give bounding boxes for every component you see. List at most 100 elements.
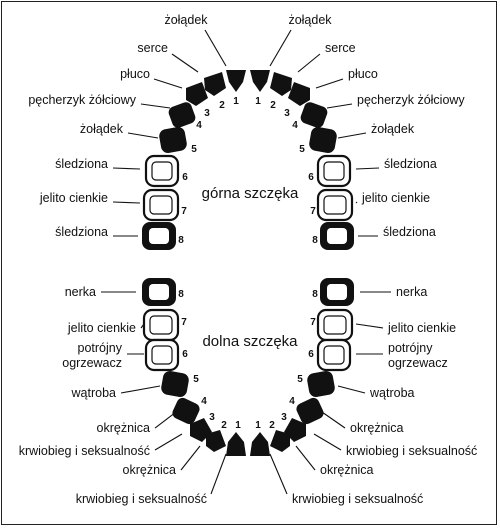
lower-right-number-7: 7 [310, 317, 316, 328]
lower-left-number-7: 7 [181, 317, 187, 328]
lower-left-tooth-2 [206, 430, 226, 452]
lower-left-label-2: okrężnica [123, 463, 177, 477]
lower-right-tooth-5 [307, 371, 335, 397]
upper-left-number-2: 2 [219, 100, 225, 111]
lower-right-label-4: okrężnica [350, 421, 404, 435]
lower-right-number-3: 3 [281, 412, 287, 423]
lower-left-label-1: krwiobieg i seksualność [76, 492, 207, 506]
upper-left-label-6: śledziona [55, 157, 108, 171]
upper-left-number-8: 8 [178, 235, 184, 246]
lower-right-tooth-4 [296, 397, 324, 425]
upper-left-number-1: 1 [233, 96, 239, 107]
upper-right-number-2: 2 [270, 100, 276, 111]
lower-left-number-5: 5 [193, 374, 199, 385]
lower-left-label-7: jelito cienkie [67, 321, 136, 335]
lower-left-tooth-6 [144, 338, 180, 372]
upper-right-label-2: serce [325, 41, 356, 55]
lower-right-tooth-1 [250, 432, 270, 456]
upper-left-tooth-5 [159, 127, 187, 153]
upper-jaw-title: górna szczęka [202, 185, 299, 202]
upper-left-number-7: 7 [181, 206, 187, 217]
lower-tooth-numbers: 8 7 6 5 4 3 2 1 8 7 6 5 4 3 2 1 [178, 289, 318, 431]
upper-right-label-4: pęcherzyk żółciowy [357, 93, 465, 107]
lower-left-label-3: krwiobieg i seksualność [19, 444, 150, 458]
upper-left-label-5: żołądek [80, 122, 124, 136]
lower-left-tooth-4 [172, 397, 200, 425]
upper-right-tooth-7 [316, 188, 354, 222]
upper-right-teeth [250, 70, 354, 250]
lower-right-label-5: wątroba [369, 386, 415, 400]
upper-right-label-6: śledziona [384, 157, 437, 171]
upper-left-teeth [142, 70, 246, 250]
upper-left-tooth-4 [168, 102, 196, 128]
lower-left-teeth [142, 278, 246, 456]
lower-right-label-7: jelito cienkie [387, 321, 456, 335]
lower-right-teeth [250, 278, 354, 456]
upper-left-number-4: 4 [196, 120, 202, 131]
upper-left-number-6: 6 [182, 172, 188, 183]
lower-right-label-1: krwiobieg i seksualność [292, 492, 423, 506]
upper-right-number-6: 6 [308, 172, 314, 183]
upper-right-label-7: jelito cienkie [361, 191, 430, 205]
lower-leader-lines [101, 291, 391, 495]
lower-right-number-2: 2 [269, 420, 275, 431]
upper-right-tooth-3 [288, 82, 310, 106]
upper-left-tooth-2 [204, 72, 226, 96]
lower-right-tooth-6 [316, 338, 352, 372]
lower-left-label-5: wątroba [71, 386, 117, 400]
lower-left-number-8: 8 [178, 289, 184, 300]
lower-jaw-title: dolna szczęka [202, 333, 298, 350]
lower-left-number-6: 6 [182, 349, 188, 360]
upper-right-label-8: śledziona [383, 225, 436, 239]
upper-right-number-3: 3 [284, 108, 290, 119]
upper-right-tooth-5 [309, 127, 337, 153]
lower-left-number-1: 1 [235, 420, 241, 431]
lower-left-label-8: nerka [65, 285, 96, 299]
upper-left-number-5: 5 [191, 144, 197, 155]
upper-left-tooth-6 [144, 154, 180, 188]
upper-left-tooth-3 [186, 82, 208, 106]
upper-right-tooth-6 [316, 154, 352, 188]
upper-left-label-7: jelito cienkie [39, 191, 108, 205]
upper-right-number-5: 5 [299, 144, 305, 155]
upper-right-number-7: 7 [310, 206, 316, 217]
lower-left-label-4: okrężnica [97, 421, 151, 435]
lower-left-tooth-1 [226, 432, 246, 456]
upper-right-label-1: żołądek [288, 13, 332, 27]
lower-right-number-5: 5 [297, 374, 303, 385]
lower-right-number-6: 6 [308, 349, 314, 360]
upper-right-label-3: płuco [348, 67, 378, 81]
upper-right-number-4: 4 [292, 120, 298, 131]
lower-right-number-1: 1 [255, 420, 261, 431]
upper-right-number-8: 8 [312, 235, 318, 246]
lower-left-number-3: 3 [209, 412, 215, 423]
upper-left-label-1: żołądek [164, 13, 208, 27]
lower-right-label-8: nerka [396, 285, 427, 299]
upper-left-number-3: 3 [204, 108, 210, 119]
lower-right-label-3: krwiobieg i seksualność [346, 444, 477, 458]
upper-left-label-8: śledziona [55, 225, 108, 239]
upper-left-tooth-1 [226, 70, 246, 92]
lower-right-number-8: 8 [312, 289, 318, 300]
lower-left-tooth-7 [142, 308, 180, 342]
lower-right-tooth-2 [270, 430, 290, 452]
upper-right-number-1: 1 [255, 96, 261, 107]
upper-left-tooth-7 [142, 188, 180, 222]
upper-leader-lines [112, 29, 380, 237]
lower-right-number-4: 4 [289, 396, 295, 407]
upper-right-tooth-1 [250, 70, 270, 92]
upper-left-label-4: pęcherzyk żółciowy [28, 93, 136, 107]
lower-right-tooth-7 [316, 308, 354, 342]
lower-left-number-2: 2 [221, 420, 227, 431]
upper-right-tooth-2 [270, 72, 292, 96]
lower-left-number-4: 4 [201, 396, 207, 407]
upper-right-label-5: żołądek [371, 122, 415, 136]
lower-right-label-2: okrężnica [320, 463, 374, 477]
upper-left-label-3: płuco [120, 67, 150, 81]
upper-right-tooth-4 [300, 102, 328, 128]
